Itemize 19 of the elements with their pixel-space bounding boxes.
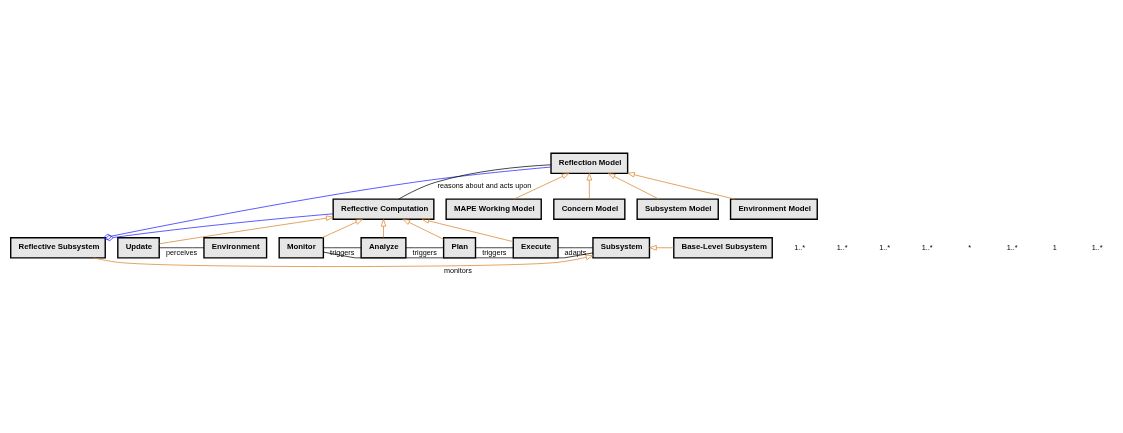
connector xyxy=(323,246,362,248)
arrow xyxy=(321,218,363,238)
connector xyxy=(105,212,334,241)
arrow xyxy=(586,172,593,199)
arrow xyxy=(380,218,387,238)
arrow xyxy=(627,171,735,199)
arrow xyxy=(649,244,675,250)
connector xyxy=(405,246,444,248)
connector xyxy=(103,166,552,240)
connector xyxy=(475,246,514,248)
arrow xyxy=(93,254,594,267)
arrow xyxy=(159,215,334,244)
arrow xyxy=(513,172,570,199)
arrow xyxy=(402,218,444,240)
arrow xyxy=(607,172,660,199)
connector xyxy=(158,246,205,248)
connector xyxy=(557,246,594,248)
connector xyxy=(398,163,552,199)
arrow xyxy=(421,217,514,242)
